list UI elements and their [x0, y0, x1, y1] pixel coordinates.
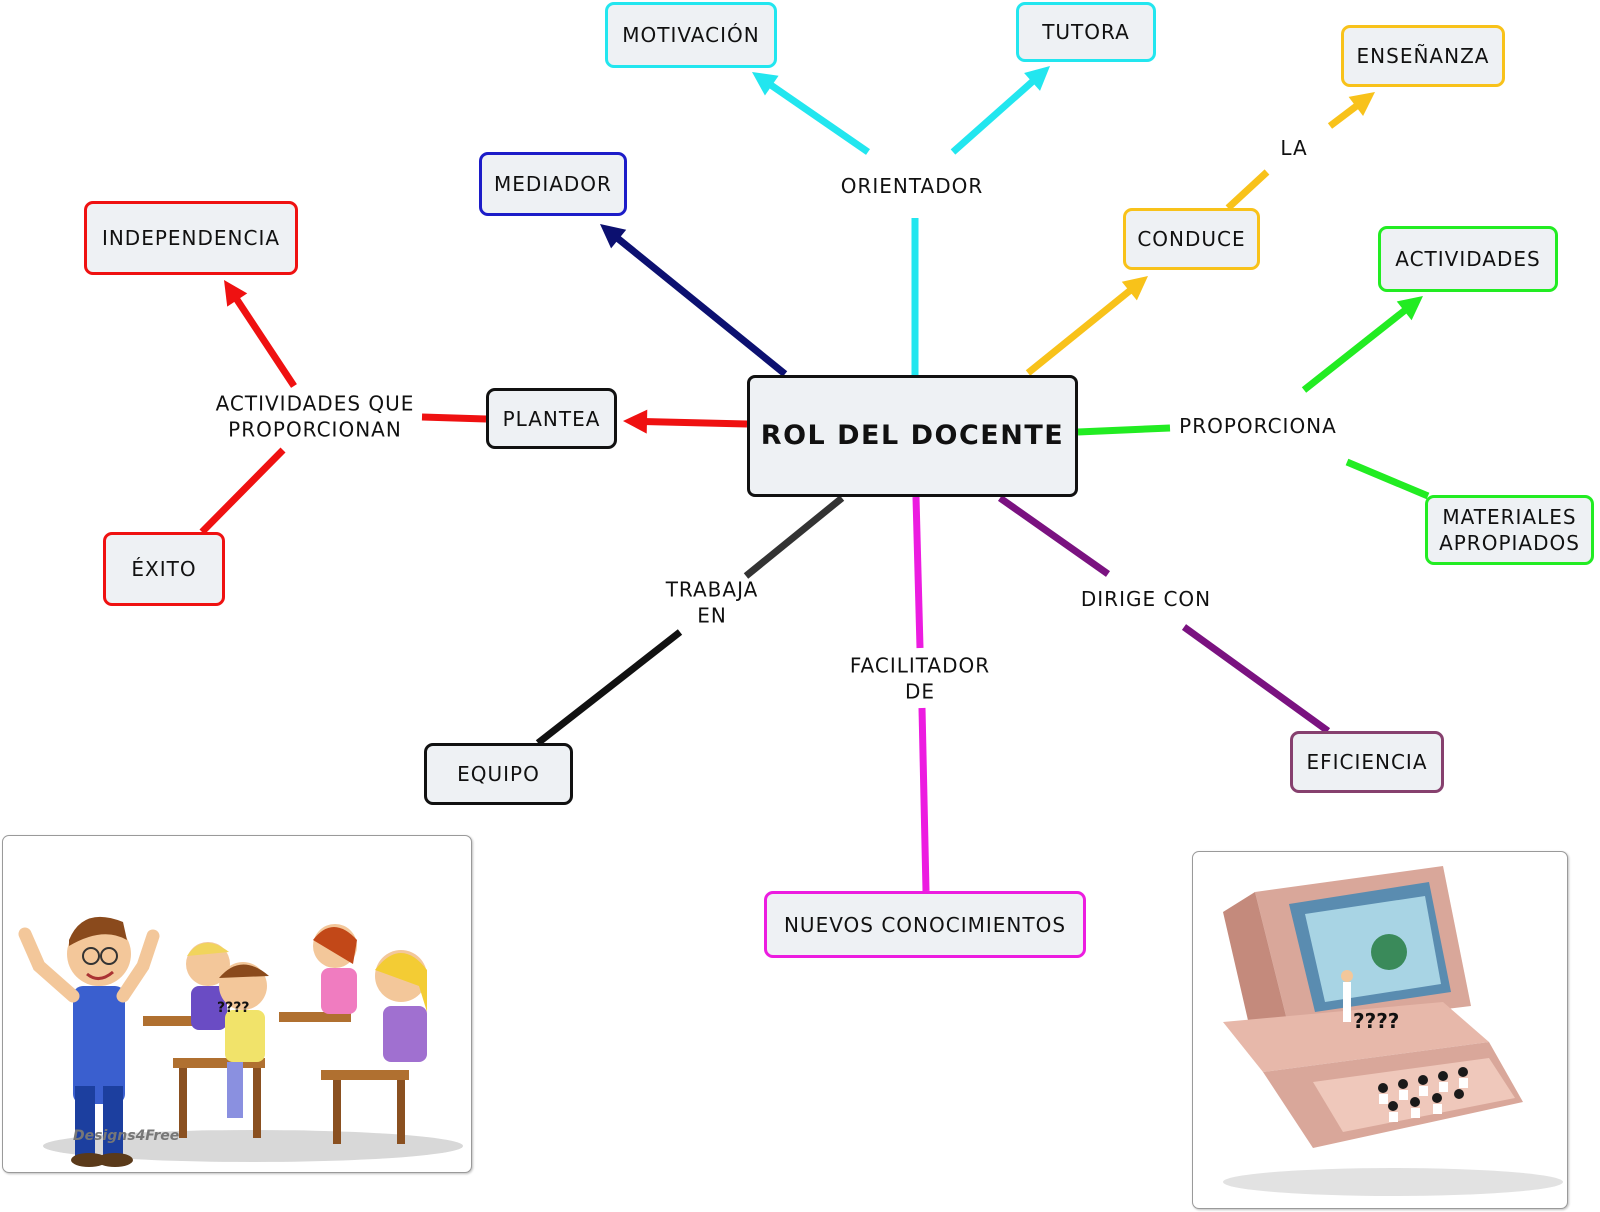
- line-to-materiales: [1345, 458, 1430, 500]
- node-motivacion: MOTIVACIÓN: [605, 2, 777, 68]
- label-dirige-con: DIRIGE CON: [1080, 586, 1212, 611]
- classroom-cartoon-icon: ???? Designs4Free: [18, 916, 463, 1167]
- arrow-to-motivacion-head: [752, 72, 779, 96]
- node-exito: ÉXITO: [103, 532, 225, 606]
- node-eficiencia: EFICIENCIA: [1290, 731, 1444, 793]
- arrow-to-ensenanza: [1327, 101, 1362, 129]
- arrow-to-tutora-head: [1024, 66, 1050, 91]
- node-conduce: CONDUCE: [1123, 208, 1260, 270]
- node-plantea: PLANTEA: [486, 388, 617, 449]
- node-materiales-apropiados: MATERIALES APROPIADOS: [1425, 495, 1594, 565]
- watermark-text: Designs4Free: [73, 1128, 179, 1144]
- node-independencia: INDEPENDENCIA: [84, 201, 298, 275]
- line-plantea-actividades: [421, 413, 487, 423]
- arrow-to-actividades: [1301, 305, 1410, 393]
- line-facilitador-nuevos: [918, 707, 930, 892]
- computer-classroom-icon: ????: [1223, 866, 1563, 1196]
- line-to-proporciona: [1077, 424, 1171, 436]
- line-rol-dirige: [997, 495, 1111, 577]
- line-rol-trabaja: [743, 495, 845, 579]
- arrow-to-plantea-head: [623, 409, 648, 434]
- label-trabaja-en: TRABAJA EN: [665, 577, 759, 628]
- node-tutora: TUTORA: [1016, 2, 1156, 62]
- svg-text:????: ????: [1353, 1009, 1399, 1033]
- arrow-to-conduce: [1025, 285, 1135, 376]
- arrow-to-plantea: [642, 417, 748, 428]
- arrow-to-motivacion: [766, 80, 870, 155]
- line-trabaja-equipo: [535, 629, 683, 746]
- label-actividades-que-proporcionan: ACTIVIDADES QUE PROPORCIONAN: [215, 391, 415, 442]
- computer-image: ????: [1192, 851, 1568, 1209]
- arrow-to-independencia: [232, 294, 297, 388]
- node-ensenanza: ENSEÑANZA: [1341, 25, 1505, 87]
- line-rol-facilitador: [912, 496, 924, 649]
- arrow-to-mediador: [613, 233, 788, 377]
- svg-text:????: ????: [217, 1000, 249, 1016]
- arrow-to-mediador-head: [600, 224, 627, 249]
- line-dirige-eficiencia: [1181, 624, 1331, 734]
- label-la: LA: [1280, 135, 1308, 160]
- node-rol-del-docente: ROL DEL DOCENTE: [747, 375, 1078, 497]
- label-facilitador-de: FACILITADOR DE: [849, 653, 991, 704]
- arrow-to-conduce-head: [1121, 276, 1148, 301]
- label-proporciona: PROPORCIONA: [1179, 413, 1337, 438]
- node-equipo: EQUIPO: [424, 743, 573, 805]
- classroom-image: ???? Designs4Free: [2, 835, 472, 1173]
- line-to-exito: [199, 447, 286, 535]
- arrow-to-independencia-head: [224, 280, 248, 307]
- line-conduce-la: [1225, 169, 1270, 211]
- node-actividades: ACTIVIDADES: [1378, 226, 1558, 292]
- arrow-to-tutora: [950, 76, 1038, 155]
- arrow-to-ensenanza-head: [1348, 92, 1375, 117]
- label-orientador: ORIENTADOR: [840, 173, 984, 198]
- node-mediador: MEDIADOR: [479, 152, 627, 216]
- node-nuevos-conocimientos: NUEVOS CONOCIMIENTOS: [764, 891, 1086, 958]
- arrow-to-actividades-head: [1396, 296, 1423, 321]
